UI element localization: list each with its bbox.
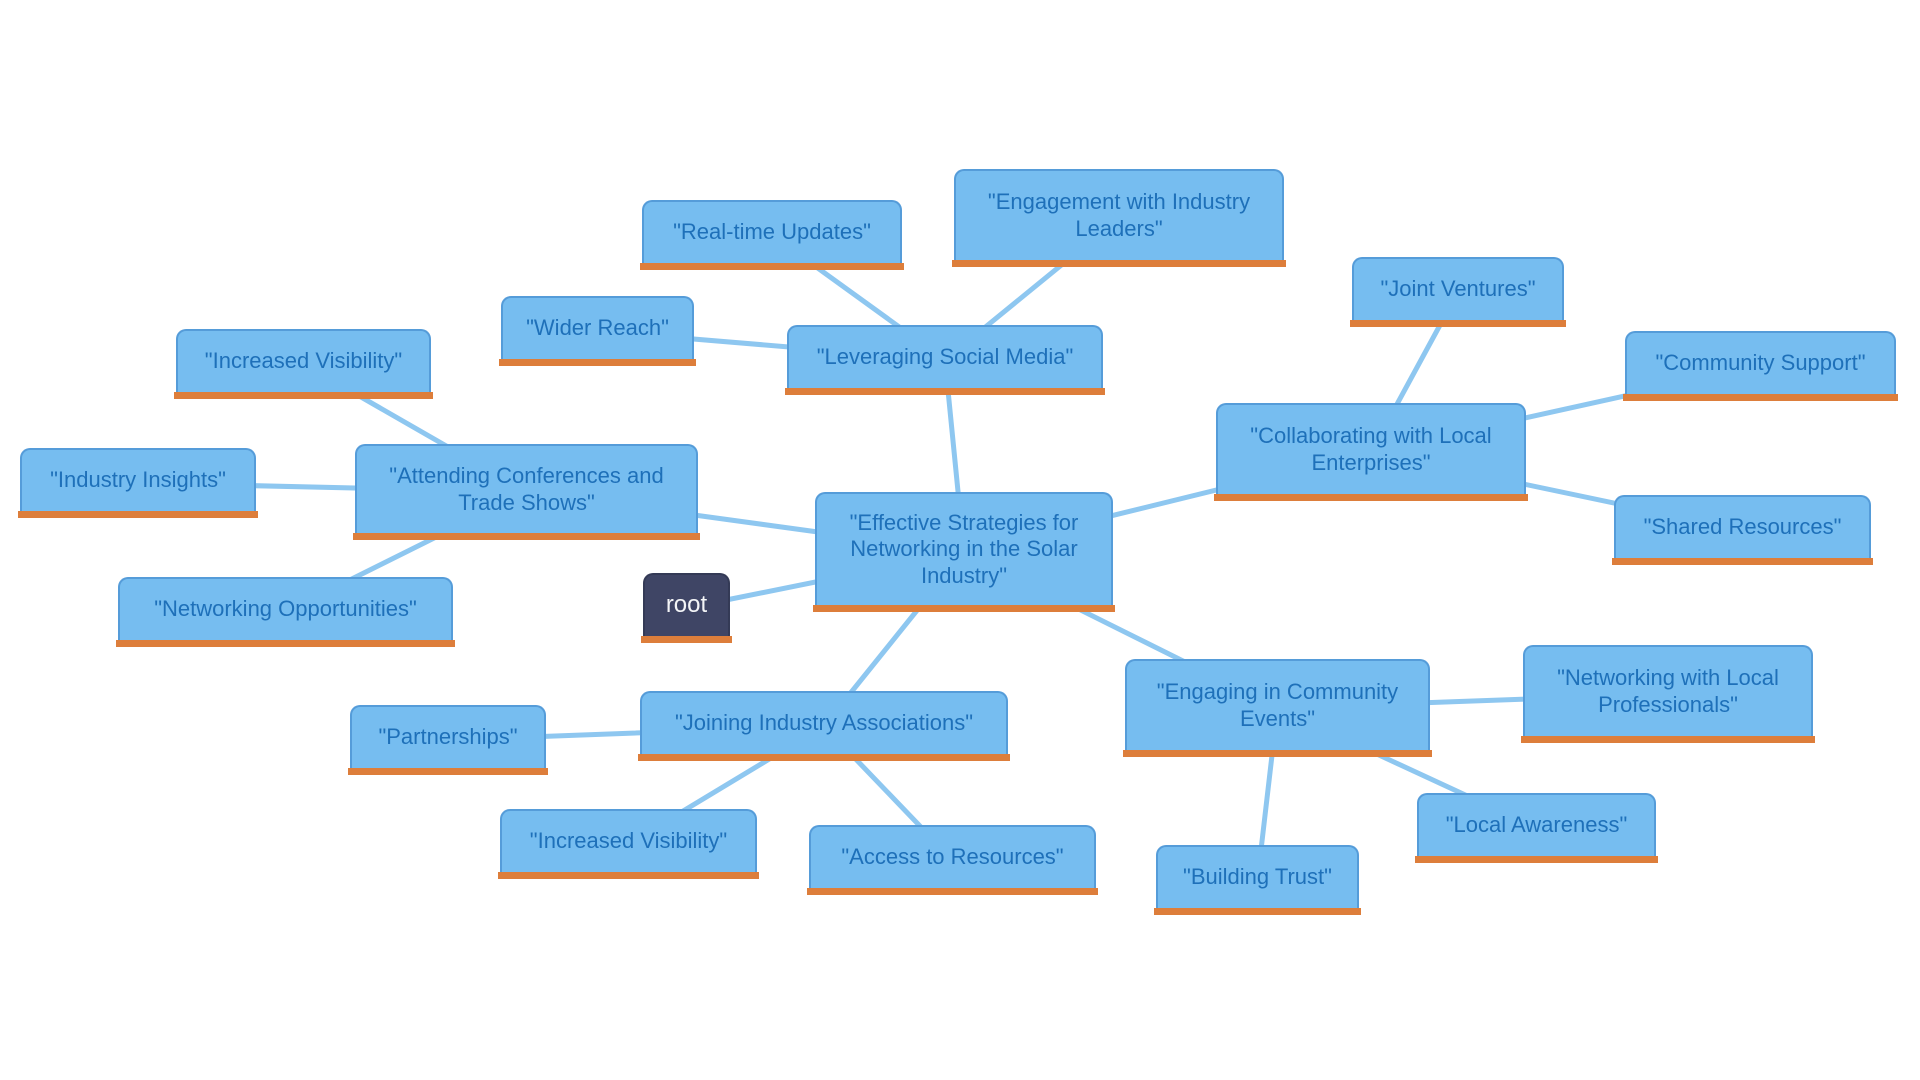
node-body-ii: "Industry Insights": [20, 448, 256, 511]
node-body-cle: "Collaborating with Local Enterprises": [1216, 403, 1526, 494]
node-label-ii: "Industry Insights": [50, 467, 226, 493]
node-jia: "Joining Industry Associations": [638, 691, 1010, 761]
node-nlp: "Networking with Local Professionals": [1521, 645, 1815, 743]
node-underline-cs: [1623, 394, 1898, 401]
node-label-jv: "Joint Ventures": [1380, 276, 1536, 302]
node-body-bt: "Building Trust": [1156, 845, 1359, 908]
node-underline-nlp: [1521, 736, 1815, 743]
node-body-eil: "Engagement with Industry Leaders": [954, 169, 1284, 260]
node-label-cs: "Community Support": [1655, 350, 1866, 376]
node-body-acts: "Attending Conferences and Trade Shows": [355, 444, 698, 533]
node-social: "Leveraging Social Media": [785, 325, 1105, 395]
node-underline-social: [785, 388, 1105, 395]
node-body-social: "Leveraging Social Media": [787, 325, 1103, 388]
node-body-sr: "Shared Resources": [1614, 495, 1871, 558]
node-label-atr: "Access to Resources": [841, 844, 1064, 870]
node-label-bt: "Building Trust": [1183, 864, 1332, 890]
node-body-ivt: "Increased Visibility": [176, 329, 431, 392]
node-body-rtu: "Real-time Updates": [642, 200, 902, 263]
node-atr: "Access to Resources": [807, 825, 1098, 895]
node-sr: "Shared Resources": [1612, 495, 1873, 565]
node-body-la: "Local Awareness": [1417, 793, 1656, 856]
node-label-sr: "Shared Resources": [1643, 514, 1842, 540]
node-label-no: "Networking Opportunities": [154, 596, 417, 622]
node-underline-no: [116, 640, 455, 647]
node-ivt: "Increased Visibility": [174, 329, 433, 399]
node-label-rtu: "Real-time Updates": [673, 219, 871, 245]
node-label-root: root: [665, 591, 708, 619]
node-underline-cle: [1214, 494, 1528, 501]
node-label-jia: "Joining Industry Associations": [674, 710, 974, 736]
node-underline-jv: [1350, 320, 1566, 327]
node-underline-eil: [952, 260, 1286, 267]
node-ivb: "Increased Visibility": [498, 809, 759, 879]
node-body-ece: "Engaging in Community Events": [1125, 659, 1430, 750]
node-body-atr: "Access to Resources": [809, 825, 1096, 888]
node-no: "Networking Opportunities": [116, 577, 455, 647]
node-label-ece: "Engaging in Community Events": [1156, 679, 1399, 731]
node-central: "Effective Strategies for Networking in …: [813, 492, 1115, 612]
node-underline-jia: [638, 754, 1010, 761]
node-body-jv: "Joint Ventures": [1352, 257, 1564, 320]
node-rtu: "Real-time Updates": [640, 200, 904, 270]
node-ii: "Industry Insights": [18, 448, 258, 518]
node-label-central: "Effective Strategies for Networking in …: [849, 509, 1079, 588]
node-eil: "Engagement with Industry Leaders": [952, 169, 1286, 267]
node-body-root: root: [643, 573, 730, 636]
node-label-ivb: "Increased Visibility": [529, 828, 728, 854]
node-label-la: "Local Awareness": [1445, 812, 1628, 838]
node-underline-atr: [807, 888, 1098, 895]
node-underline-ii: [18, 511, 258, 518]
node-wr: "Wider Reach": [499, 296, 696, 366]
node-body-pt: "Partnerships": [350, 705, 546, 768]
node-ece: "Engaging in Community Events": [1123, 659, 1432, 757]
node-underline-acts: [353, 533, 700, 540]
node-underline-bt: [1154, 908, 1361, 915]
node-underline-la: [1415, 856, 1658, 863]
node-body-jia: "Joining Industry Associations": [640, 691, 1008, 754]
node-label-nlp: "Networking with Local Professionals": [1557, 665, 1779, 717]
node-label-pt: "Partnerships": [378, 724, 518, 750]
node-label-social: "Leveraging Social Media": [816, 344, 1074, 370]
node-body-wr: "Wider Reach": [501, 296, 694, 359]
node-body-ivb: "Increased Visibility": [500, 809, 757, 872]
node-jv: "Joint Ventures": [1350, 257, 1566, 327]
node-underline-wr: [499, 359, 696, 366]
node-cs: "Community Support": [1623, 331, 1898, 401]
node-underline-ece: [1123, 750, 1432, 757]
node-underline-central: [813, 605, 1115, 612]
node-acts: "Attending Conferences and Trade Shows": [353, 444, 700, 540]
node-label-cle: "Collaborating with Local Enterprises": [1250, 423, 1492, 475]
node-label-acts: "Attending Conferences and Trade Shows": [389, 463, 664, 515]
node-label-ivt: "Increased Visibility": [204, 348, 403, 374]
node-pt: "Partnerships": [348, 705, 548, 775]
node-underline-root: [641, 636, 732, 643]
node-underline-pt: [348, 768, 548, 775]
node-underline-ivb: [498, 872, 759, 879]
node-underline-ivt: [174, 392, 433, 399]
node-underline-rtu: [640, 263, 904, 270]
node-body-no: "Networking Opportunities": [118, 577, 453, 640]
node-label-wr: "Wider Reach": [526, 315, 669, 341]
node-body-nlp: "Networking with Local Professionals": [1523, 645, 1813, 736]
node-label-eil: "Engagement with Industry Leaders": [987, 189, 1251, 241]
node-root: root: [641, 573, 732, 643]
node-body-central: "Effective Strategies for Networking in …: [815, 492, 1113, 605]
node-underline-sr: [1612, 558, 1873, 565]
node-bt: "Building Trust": [1154, 845, 1361, 915]
node-la: "Local Awareness": [1415, 793, 1658, 863]
node-body-cs: "Community Support": [1625, 331, 1896, 394]
node-cle: "Collaborating with Local Enterprises": [1214, 403, 1528, 501]
